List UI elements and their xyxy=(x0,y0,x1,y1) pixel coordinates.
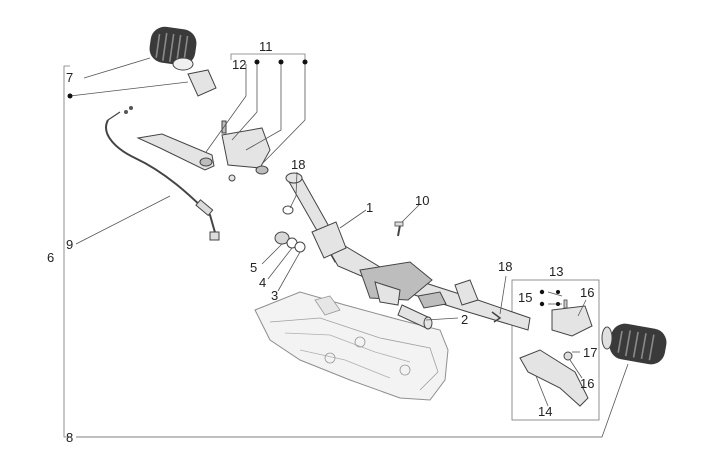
callout-14: 14 xyxy=(538,404,552,419)
callout-5: 5 xyxy=(250,260,257,275)
bracket-11 xyxy=(230,53,306,60)
handlebar-cover xyxy=(254,291,449,401)
callout-2: 2 xyxy=(461,312,468,327)
callout-16-top: 16 xyxy=(580,285,594,300)
right-brake-assembly xyxy=(519,299,593,407)
callout-13: 13 xyxy=(549,264,563,279)
callout-9: 9 xyxy=(66,237,73,252)
callout-11: 11 xyxy=(259,39,273,54)
callout-17: 17 xyxy=(583,345,597,360)
callout-1: 1 xyxy=(366,200,373,215)
callout-18-right: 18 xyxy=(498,259,512,274)
callout-labels: 1 2 3 4 5 6 7 8 9 10 11 12 13 14 15 16 1… xyxy=(47,39,597,445)
washers-3-4-5 xyxy=(274,231,306,253)
left-brake-assembly xyxy=(136,120,271,182)
bracket-6 xyxy=(63,65,70,438)
callout-15: 15 xyxy=(518,290,532,305)
callout-12: 12 xyxy=(232,57,246,72)
callout-8: 8 xyxy=(66,430,73,445)
group-brackets xyxy=(63,53,600,438)
callout-16-bottom: 16 xyxy=(580,376,594,391)
right-grip xyxy=(601,323,667,365)
callout-6: 6 xyxy=(47,250,54,265)
callout-3: 3 xyxy=(271,288,278,303)
callout-7: 7 xyxy=(66,70,73,85)
callout-18-left: 18 xyxy=(291,157,305,172)
box-13 xyxy=(511,279,600,421)
bullet-dots xyxy=(67,59,560,307)
callout-4: 4 xyxy=(259,275,266,290)
handlebar-frame xyxy=(285,172,531,331)
leader-lines xyxy=(69,57,629,438)
throttle-cable xyxy=(105,111,220,241)
callout-10: 10 xyxy=(415,193,429,208)
left-grip-assembly xyxy=(124,26,217,114)
